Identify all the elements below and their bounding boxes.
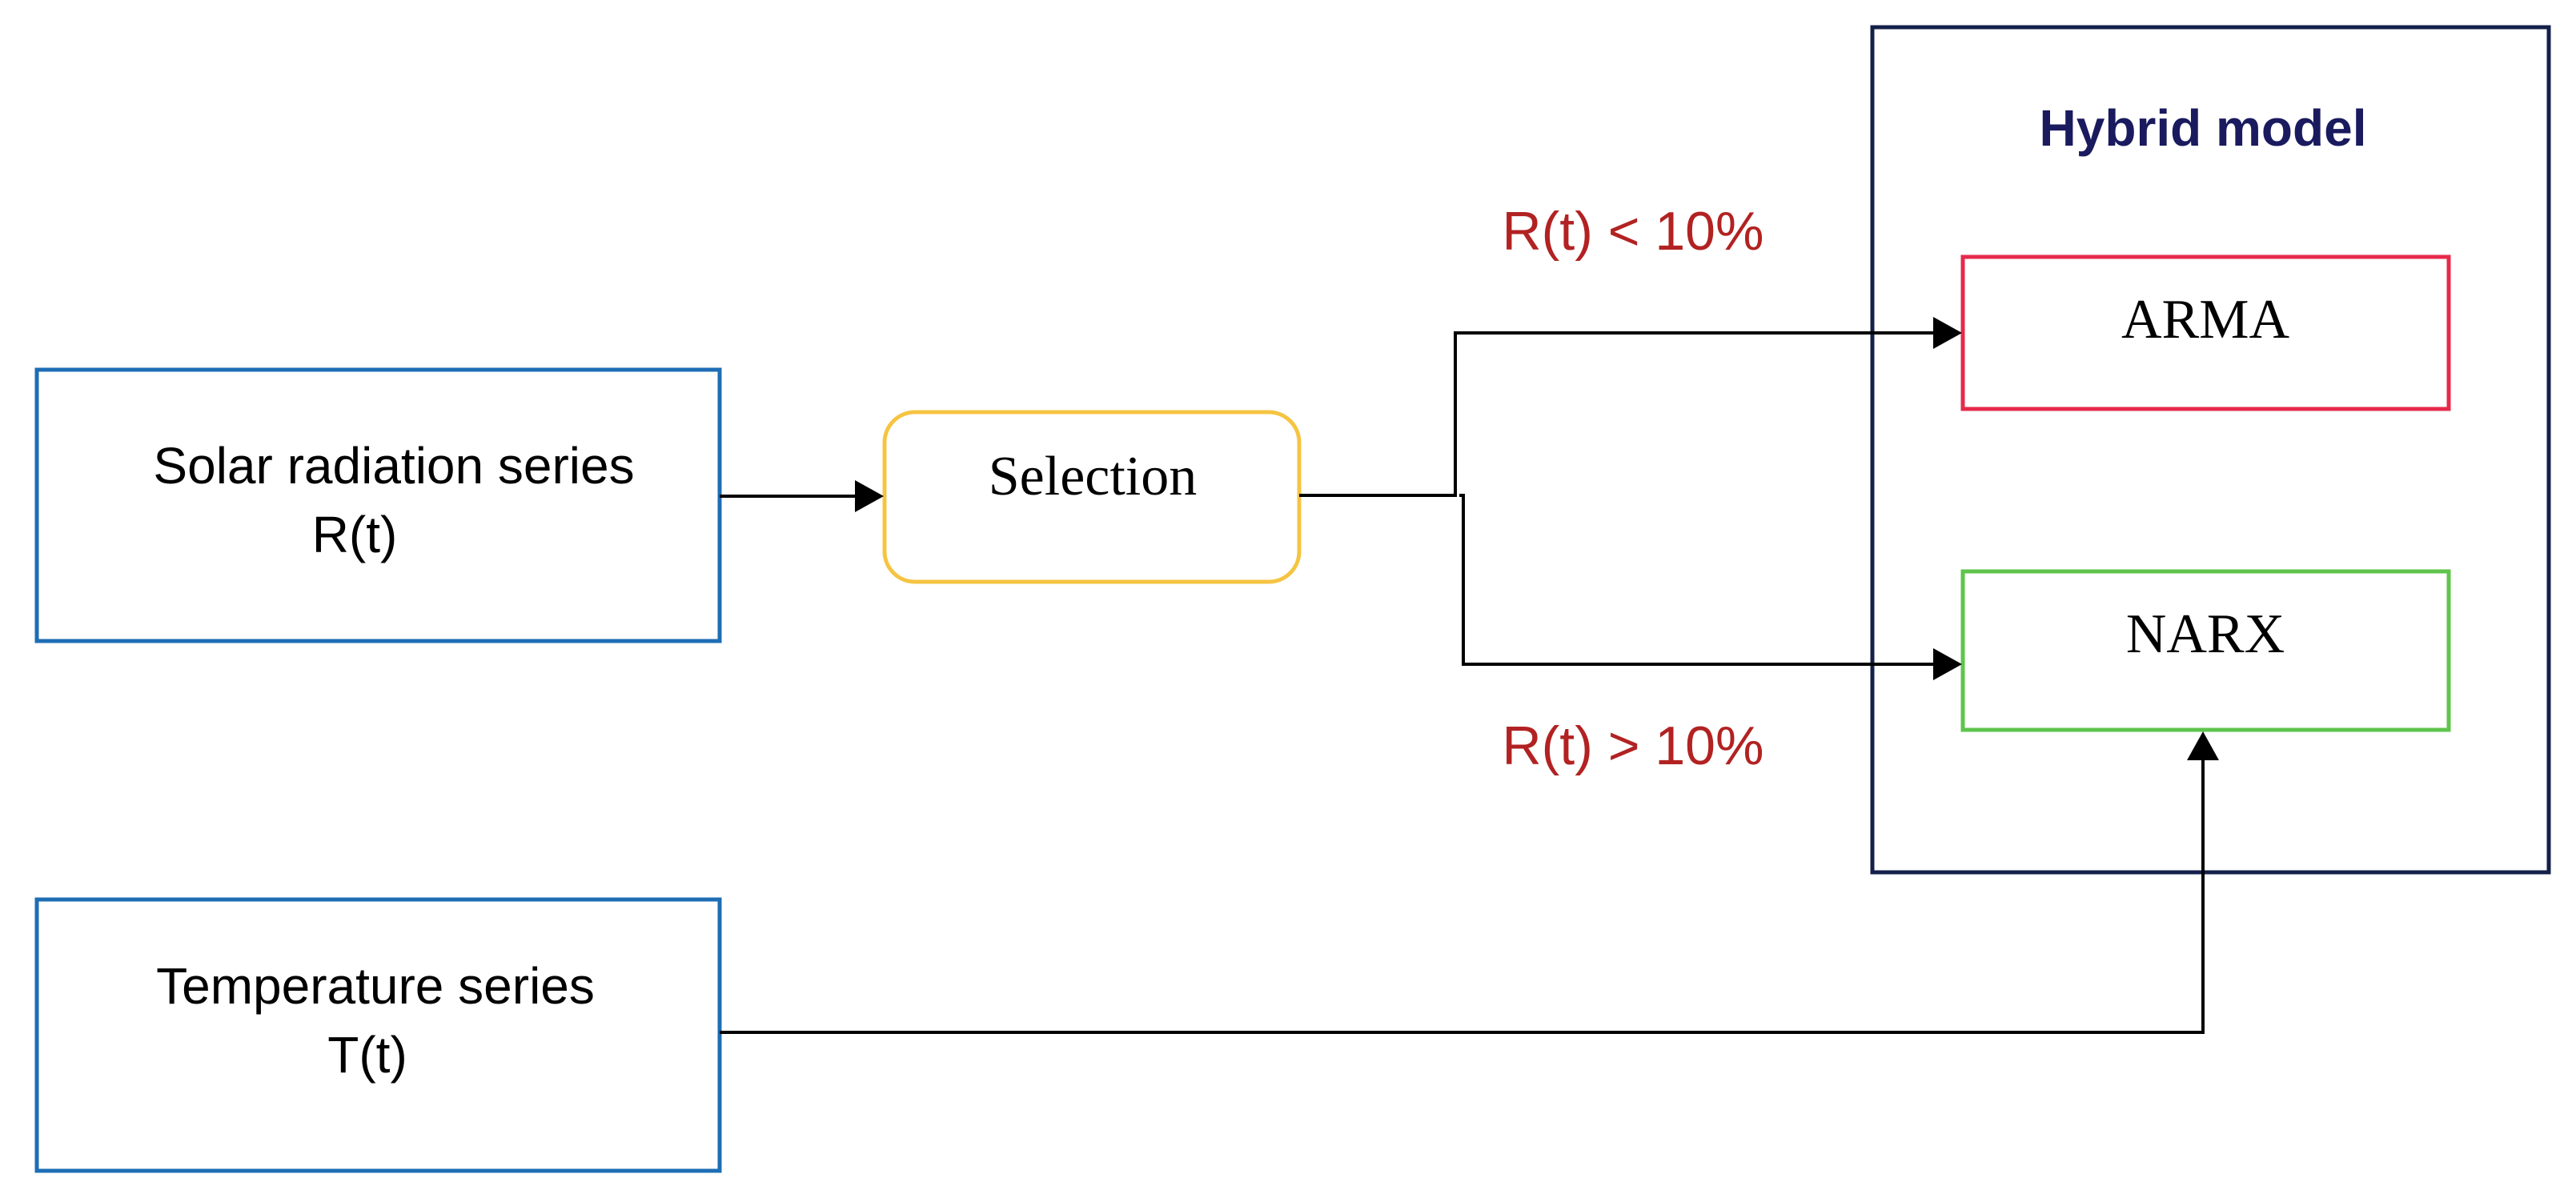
arrowhead-narx-bottom-icon bbox=[2187, 731, 2219, 760]
solar-radiation-box bbox=[34, 367, 722, 643]
arma-label: ARMA bbox=[2121, 289, 2289, 351]
connector-temperature-to-narx bbox=[720, 759, 2205, 1034]
temperature-box bbox=[34, 897, 722, 1173]
selection-label: Selection bbox=[989, 446, 1197, 507]
solar-radiation-title: Solar radiation series bbox=[153, 437, 634, 495]
arrowhead-arma-icon bbox=[1933, 317, 1962, 349]
condition-lower-label: R(t) > 10% bbox=[1503, 715, 1764, 776]
narx-label: NARX bbox=[2126, 603, 2285, 665]
temperature-title: Temperature series bbox=[156, 957, 595, 1015]
temperature-symbol: T(t) bbox=[327, 1026, 407, 1084]
solar-radiation-symbol: R(t) bbox=[312, 506, 398, 563]
hybrid-model-container bbox=[1870, 25, 2551, 875]
arma-box bbox=[1960, 254, 2451, 411]
arrowhead-selection-icon bbox=[855, 480, 884, 512]
condition-upper-label: R(t) < 10% bbox=[1503, 201, 1764, 262]
connector-selection-to-narx bbox=[1459, 494, 1936, 666]
arrowhead-narx-icon bbox=[1933, 648, 1962, 680]
hybrid-model-title: Hybrid model bbox=[2040, 99, 2367, 157]
narx-box bbox=[1960, 569, 2451, 732]
connector-selection-to-arma bbox=[1299, 331, 1936, 497]
